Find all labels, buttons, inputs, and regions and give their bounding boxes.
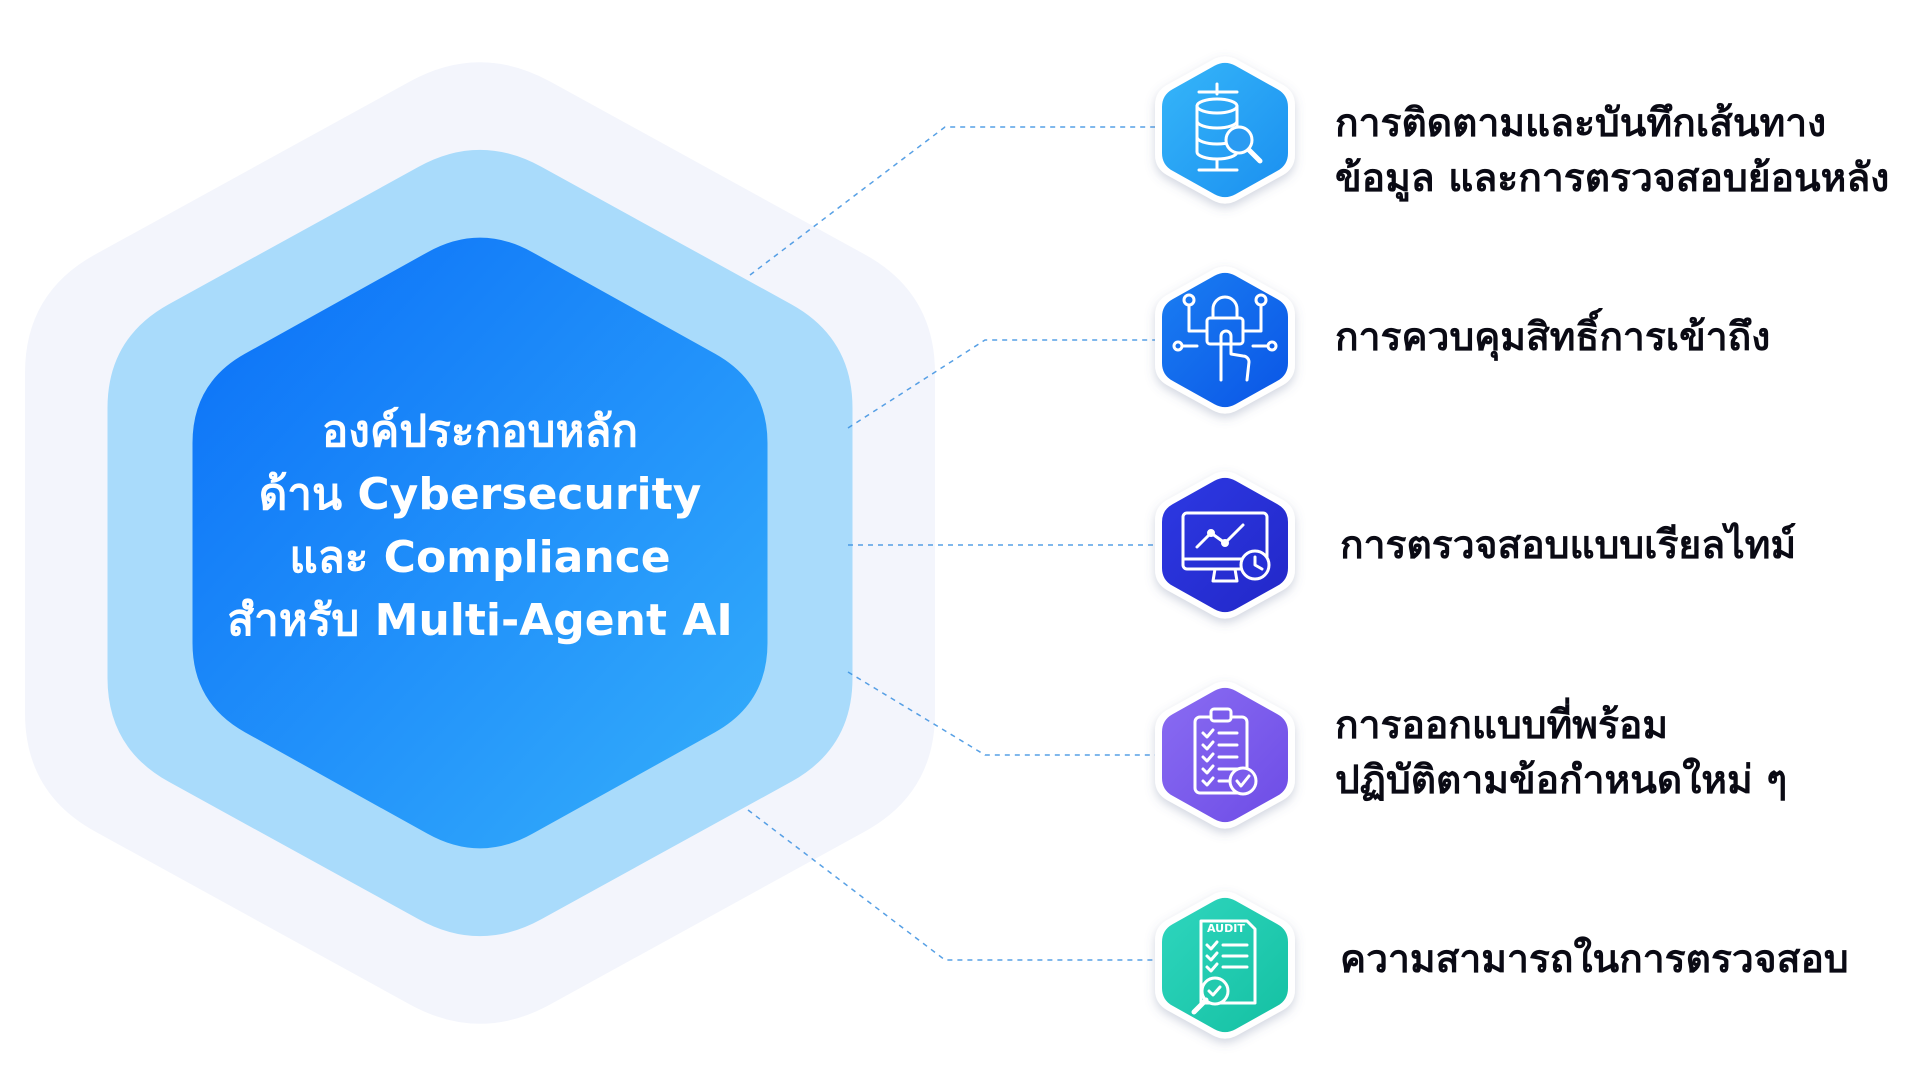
- monitor-chart-clock-icon: [1181, 511, 1271, 583]
- clipboard-checklist-icon: [1193, 707, 1258, 796]
- icon-badge-5: AUDIT: [1155, 891, 1295, 1039]
- item-label-realtime-monitoring: การตรวจสอบแบบเรียลไทม์: [1340, 518, 1796, 573]
- icon-badge-fill: [1162, 62, 1288, 198]
- connector-line-1: [749, 126, 1160, 276]
- center-title-line-2: ด้าน Cybersecurity: [258, 469, 702, 520]
- audit-document-search-icon: AUDIT: [1191, 919, 1257, 1015]
- icon-badge-1: [1155, 56, 1295, 204]
- audit-text: AUDIT: [1207, 922, 1245, 935]
- item-label-access-control: การควบคุมสิทธิ์การเข้าถึง: [1335, 310, 1770, 365]
- item-label-tracking-line-1: การติดตามและบันทึกเส้นทาง: [1335, 101, 1827, 146]
- center-title-line-3: และ Compliance: [289, 532, 671, 583]
- database-search-icon: [1195, 82, 1263, 172]
- connector-line-5: [747, 809, 1160, 961]
- icon-badge-fill: [1162, 687, 1288, 823]
- item-label-compliance-design: การออกแบบที่พร้อม ปฏิบัติตามข้อกำหนดใหม่…: [1335, 698, 1787, 808]
- item-label-compliance-design-line-2: ปฏิบัติตามข้อกำหนดใหม่ ๆ: [1335, 758, 1788, 803]
- connector-lines: [747, 126, 1160, 961]
- icon-badges: AUDIT: [1155, 56, 1295, 1039]
- item-label-compliance-design-line-1: การออกแบบที่พร้อม: [1335, 703, 1669, 748]
- inner-hexagon: [192, 237, 768, 849]
- center-title-line-4: สำหรับ Multi-Agent AI: [227, 595, 733, 646]
- center-title-line-1: องค์ประกอบหลัก: [321, 406, 639, 457]
- connector-line-4: [847, 671, 1160, 756]
- center-title: องค์ประกอบหลัก ด้าน Cybersecurity และ Co…: [190, 400, 770, 652]
- item-label-access-control-line-1: การควบคุมสิทธิ์การเข้าถึง: [1335, 315, 1771, 360]
- item-label-tracking-line-2: ข้อมูล และการตรวจสอบย้อนหลัง: [1335, 156, 1890, 201]
- icon-badge-fill: [1162, 272, 1288, 408]
- item-label-realtime-monitoring-line-1: การตรวจสอบแบบเรียลไทม์: [1340, 523, 1797, 568]
- item-label-auditability-line-1: ความสามารถในการตรวจสอบ: [1340, 937, 1849, 982]
- icon-badge-4: [1155, 681, 1295, 829]
- icon-badge-2: [1155, 266, 1295, 414]
- item-label-tracking: การติดตามและบันทึกเส้นทาง ข้อมูล และการต…: [1335, 96, 1889, 206]
- icon-badge-3: [1155, 471, 1295, 619]
- item-label-auditability: ความสามารถในการตรวจสอบ: [1340, 932, 1849, 987]
- connector-line-2: [847, 339, 1160, 429]
- lock-network-touch-icon: [1172, 293, 1278, 382]
